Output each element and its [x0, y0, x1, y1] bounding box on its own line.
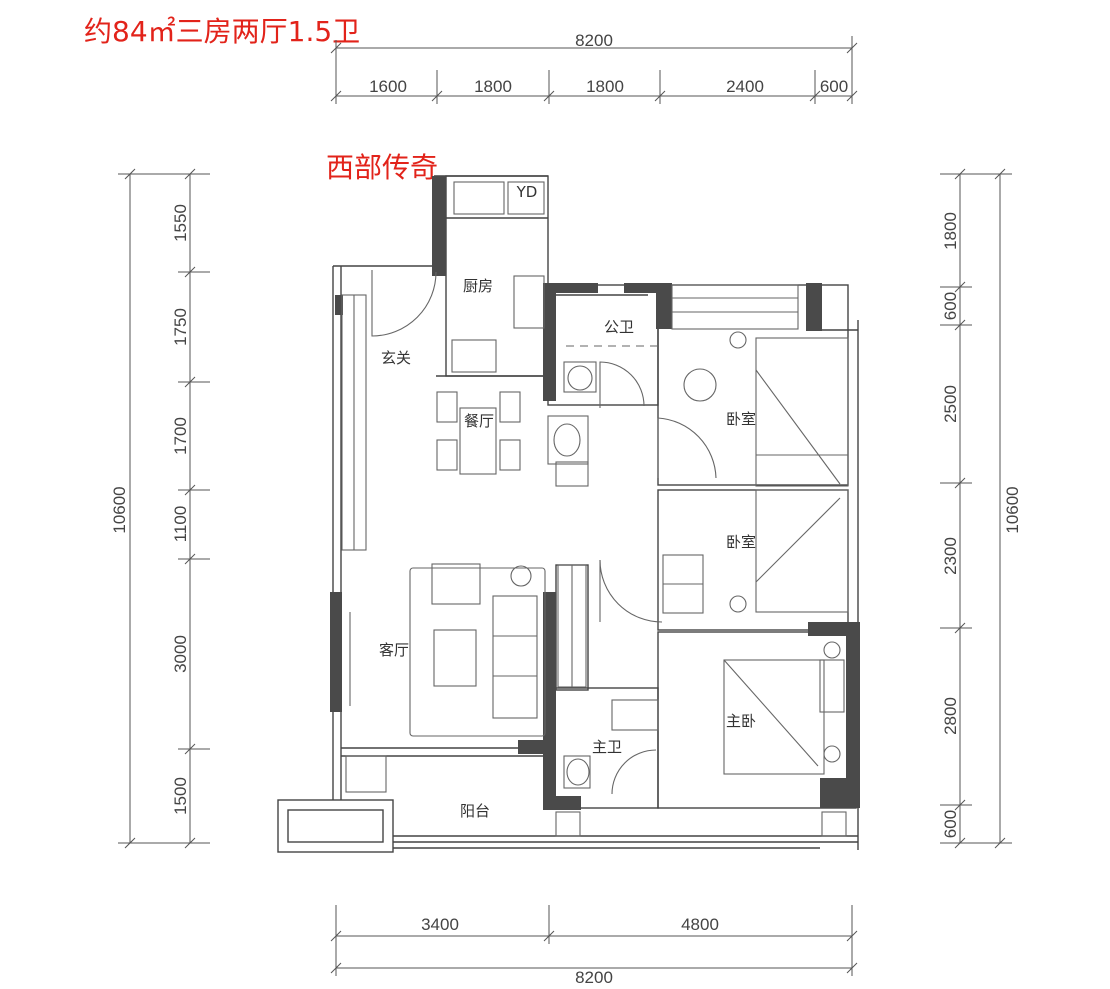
room-label-yd: YD [516, 183, 538, 201]
top-dim-5: 600 [820, 77, 848, 96]
room-labels: 厨房 YD 玄关 餐厅 公卫 卧室 卧室 客厅 主卧 主卫 阳台 [379, 183, 756, 820]
left-dim-1: 1550 [171, 204, 190, 242]
right-total-dim: 10600 [1003, 486, 1022, 533]
solid-walls [330, 176, 860, 810]
room-label-balcony: 阳台 [460, 802, 490, 820]
room-label-public-bath: 公卫 [604, 318, 634, 336]
room-label-living: 客厅 [379, 641, 409, 659]
right-dim-3: 2500 [941, 385, 960, 423]
left-dim-3: 1700 [171, 417, 190, 455]
door-swings [371, 270, 717, 795]
top-dim-4: 2400 [726, 77, 764, 96]
room-label-dining: 餐厅 [464, 412, 494, 430]
furniture [349, 181, 849, 789]
bottom-dimensions: 3400 4800 8200 [330, 905, 858, 987]
room-label-kitchen: 厨房 [463, 277, 493, 295]
bottom-dim-2: 4800 [681, 915, 719, 934]
right-dimensions: 1800 600 2500 2300 2800 600 10600 [940, 168, 1022, 849]
left-dim-6: 1500 [171, 777, 190, 815]
left-dim-4: 1100 [171, 506, 190, 543]
project-name: 西部传奇 [326, 151, 439, 184]
plan-title: 约84㎡三房两厅1.5卫 [84, 15, 361, 48]
right-dim-6: 600 [941, 810, 960, 838]
window-hatching [341, 284, 847, 837]
top-dim-2: 1800 [474, 77, 512, 96]
top-total-dim: 8200 [575, 31, 613, 50]
room-label-foyer: 玄关 [381, 349, 411, 367]
room-label-bedroom-2: 卧室 [726, 533, 756, 551]
bottom-dim-1: 3400 [421, 915, 459, 934]
room-label-master-bath: 主卫 [592, 738, 622, 756]
right-dim-4: 2300 [941, 537, 960, 575]
left-dim-2: 1750 [171, 308, 190, 346]
top-dim-1: 1600 [369, 77, 407, 96]
room-label-master-bedroom: 主卧 [726, 712, 756, 730]
bottom-total-dim: 8200 [575, 968, 613, 987]
wall-outlines [277, 175, 859, 853]
right-dim-2: 600 [941, 292, 960, 320]
right-dim-1: 1800 [941, 212, 960, 250]
left-dim-5: 3000 [171, 635, 190, 673]
top-dim-3: 1800 [586, 77, 624, 96]
room-label-bedroom-1: 卧室 [726, 410, 756, 428]
left-dimensions: 10600 1550 1750 1700 1100 3000 1500 [110, 168, 210, 849]
left-total-dim: 10600 [110, 486, 129, 533]
top-dimensions: 8200 1600 1800 1800 2400 600 [330, 31, 858, 104]
right-dim-5: 2800 [941, 697, 960, 735]
